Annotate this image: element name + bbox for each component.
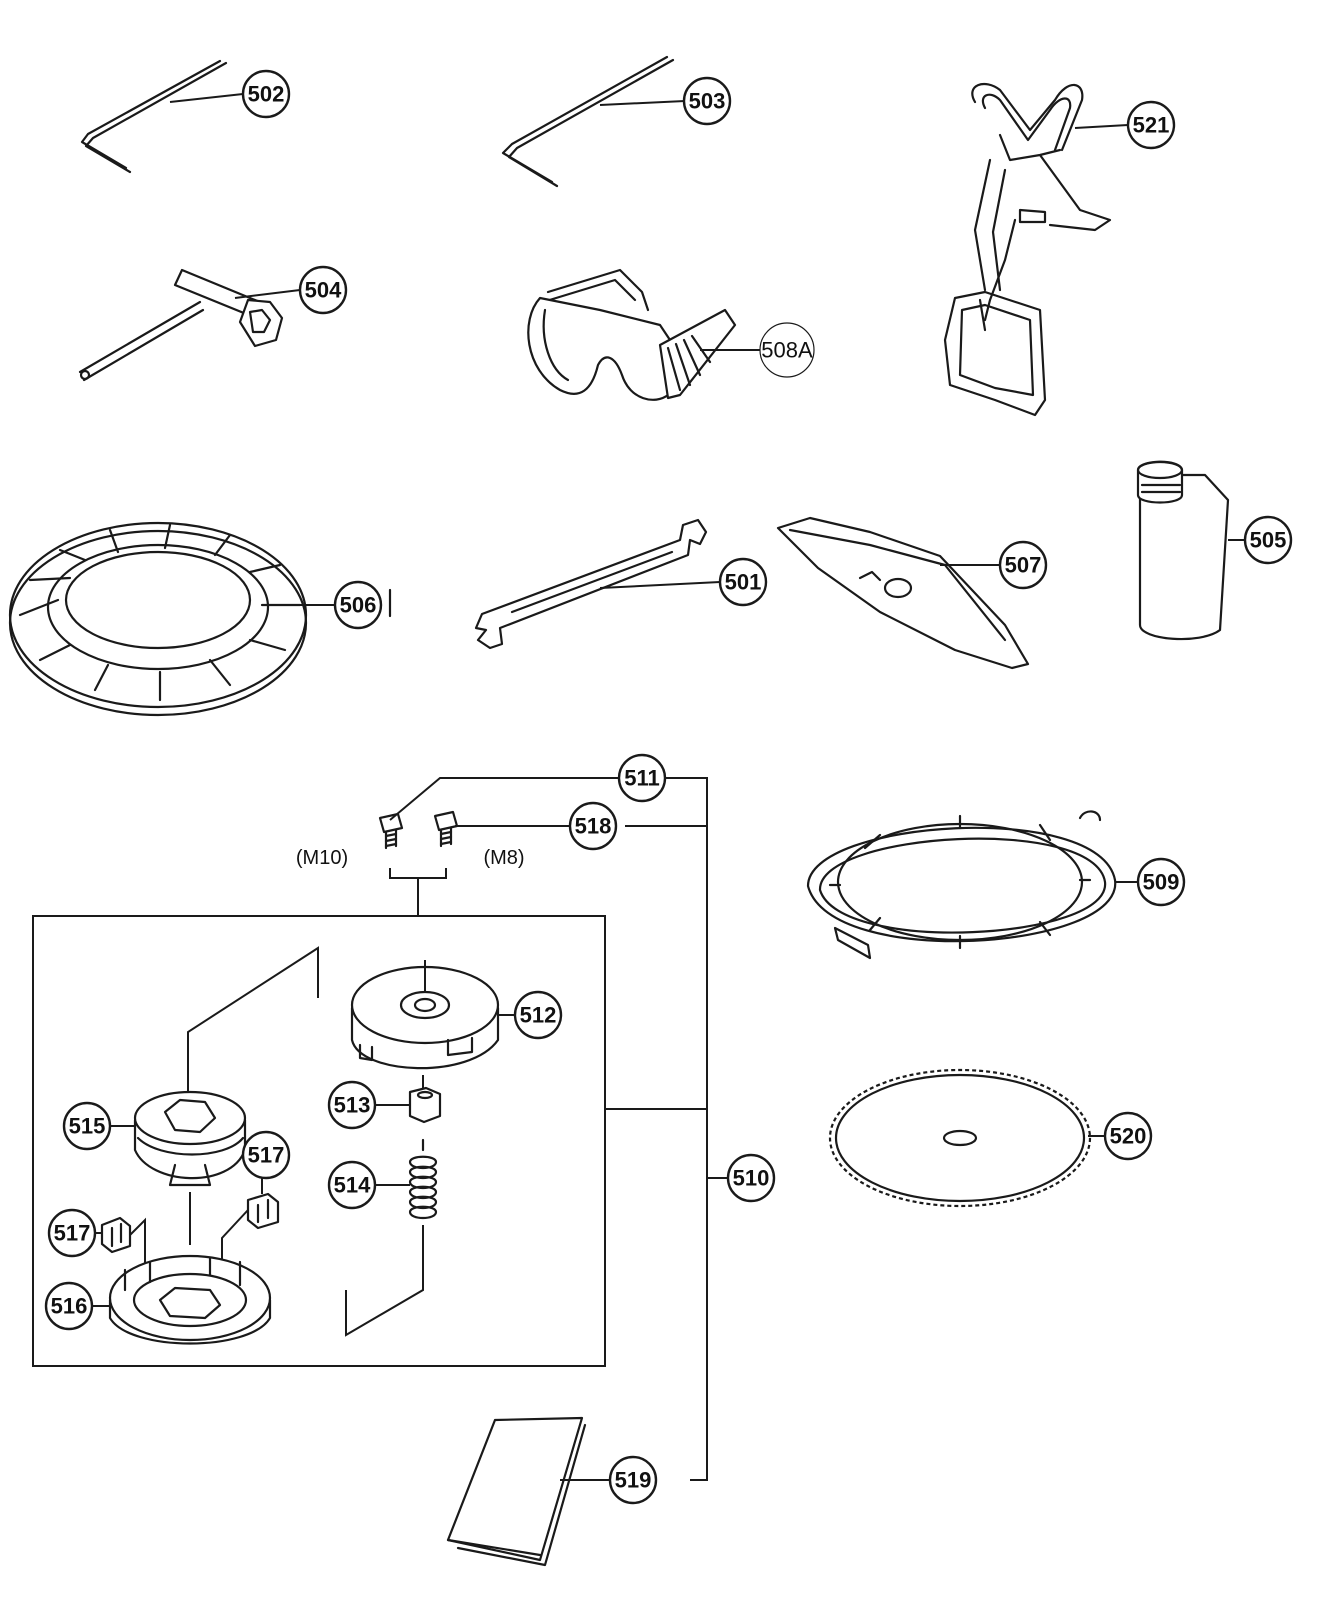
safety-goggles-part xyxy=(527,268,760,401)
blade-guard-ring-part xyxy=(8,521,392,717)
svg-text:511: 511 xyxy=(624,766,660,791)
shoulder-harness-part xyxy=(943,82,1129,417)
callout-514: 514 xyxy=(327,1160,377,1210)
callout-520: 520 xyxy=(1103,1111,1153,1161)
m10-size-label: (M10) xyxy=(296,847,348,869)
m8-size-label: (M8) xyxy=(483,847,524,869)
callout-501: 501 xyxy=(718,557,768,607)
callout-508A: 508A xyxy=(759,322,815,378)
oil-bottle-part xyxy=(1136,460,1245,641)
svg-text:503: 503 xyxy=(689,89,726,114)
callout-515: 515 xyxy=(62,1101,112,1151)
svg-text:513: 513 xyxy=(334,1093,371,1118)
plug-wrench-part xyxy=(78,268,301,382)
callout-521: 521 xyxy=(1126,100,1176,150)
svg-text:518: 518 xyxy=(575,814,612,839)
callout-510: 510 xyxy=(726,1153,776,1203)
spanner-part xyxy=(474,518,721,650)
spool-cover-part xyxy=(350,960,515,1088)
svg-text:514: 514 xyxy=(334,1173,371,1198)
callout-513: 513 xyxy=(327,1080,377,1130)
hex-key-large-part xyxy=(501,55,686,188)
svg-text:509: 509 xyxy=(1143,870,1180,895)
svg-text:512: 512 xyxy=(520,1003,557,1028)
line-eyelet-right-part xyxy=(221,1178,280,1260)
svg-text:508A: 508A xyxy=(761,338,813,363)
svg-text:517: 517 xyxy=(248,1143,285,1168)
svg-text:502: 502 xyxy=(248,82,285,107)
two-tooth-blade-part xyxy=(776,516,1030,670)
svg-text:505: 505 xyxy=(1250,528,1287,553)
callout-505: 505 xyxy=(1243,515,1293,565)
spool-housing-part xyxy=(92,1254,272,1345)
adapter-bolt-m8-part xyxy=(433,810,459,848)
callout-503: 503 xyxy=(682,76,732,126)
callout-519: 519 xyxy=(608,1455,658,1505)
callout-511: 511 xyxy=(617,753,667,803)
callout-504: 504 xyxy=(298,265,348,315)
eyelet-nut-part xyxy=(375,1086,442,1124)
svg-text:504: 504 xyxy=(305,278,342,303)
callout-502: 502 xyxy=(241,69,291,119)
svg-text:510: 510 xyxy=(733,1166,770,1191)
svg-text:519: 519 xyxy=(615,1468,652,1493)
saw-blade-part xyxy=(828,1068,1105,1208)
hex-key-small-part xyxy=(80,59,244,174)
callout-516: 516 xyxy=(44,1281,94,1331)
svg-text:515: 515 xyxy=(69,1114,106,1139)
svg-text:506: 506 xyxy=(340,593,377,618)
callout-518: 518 xyxy=(568,801,618,851)
callout-512: 512 xyxy=(513,990,563,1040)
svg-text:517: 517 xyxy=(54,1221,91,1246)
spool-part xyxy=(110,1090,247,1245)
spring-part xyxy=(345,1138,438,1337)
callout-506: 506 xyxy=(333,580,383,630)
adapter-bolt-m10-part xyxy=(378,812,404,850)
svg-text:520: 520 xyxy=(1110,1124,1147,1149)
svg-text:516: 516 xyxy=(51,1294,88,1319)
callout-517-left: 517 xyxy=(47,1208,97,1258)
instruction-manual-part xyxy=(446,1416,610,1567)
callout-517-right: 517 xyxy=(241,1130,291,1180)
callout-509: 509 xyxy=(1136,857,1186,907)
svg-text:507: 507 xyxy=(1005,553,1042,578)
svg-text:521: 521 xyxy=(1133,113,1170,138)
callout-507: 507 xyxy=(998,540,1048,590)
svg-text:501: 501 xyxy=(725,570,762,595)
nylon-cutter-guard-part xyxy=(806,810,1138,960)
